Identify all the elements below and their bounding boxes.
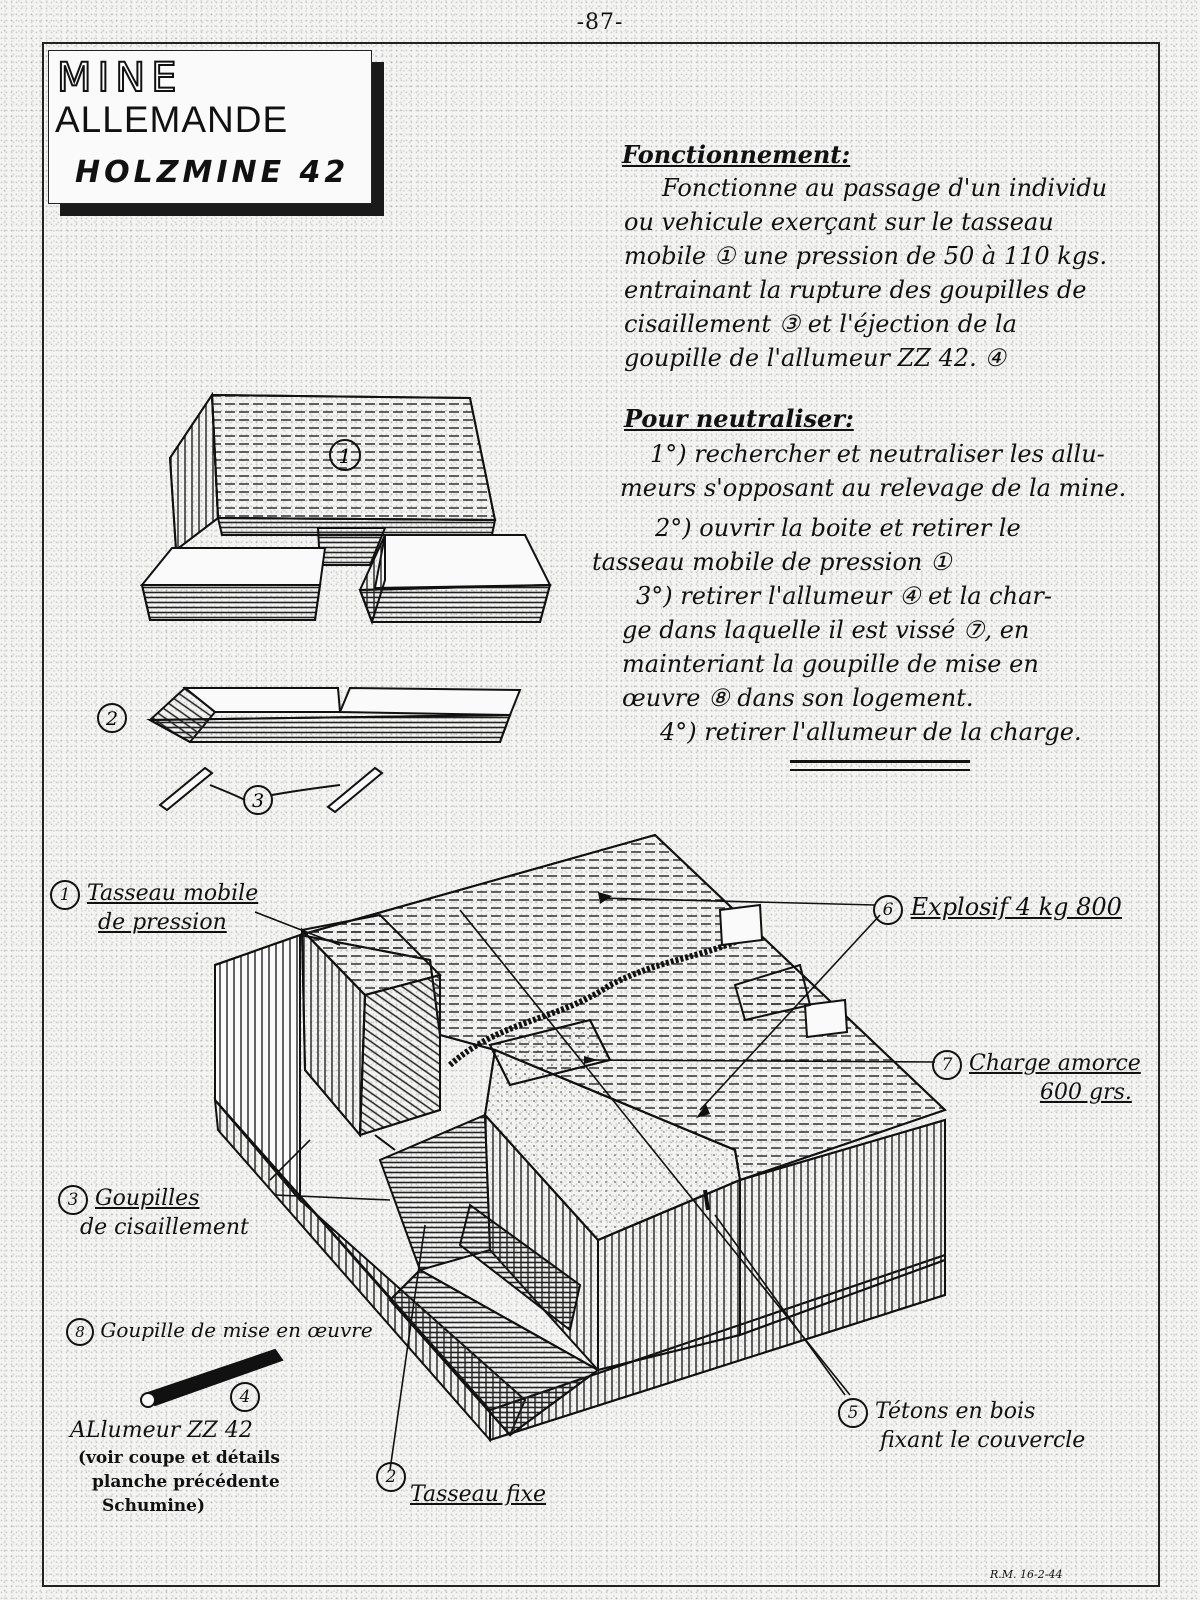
- label-charge-line2: 600 grs.: [1040, 1080, 1132, 1105]
- part-1-tasseau-mobile: [139, 391, 552, 626]
- title-allemande: ALLEMANDE: [55, 99, 289, 140]
- neutraliser-line: mainteriant la goupille de mise en: [622, 650, 1039, 678]
- fonctionnement-line: Fonctionne au passage d'un individu: [662, 174, 1108, 202]
- callout-circle-3: [243, 785, 273, 815]
- label-num: 3: [58, 1185, 88, 1215]
- neutraliser-line: ge dans laquelle il est vissé ⑦, en: [622, 616, 1030, 644]
- title-block: MINE ALLEMANDE HOLZMINE 42: [48, 50, 372, 204]
- label-tasseau-fixe: 2: [376, 1462, 406, 1492]
- label-num: 4: [230, 1382, 260, 1412]
- label-text: Goupille de mise en œuvre: [100, 1318, 373, 1342]
- neutraliser-line: 1°) rechercher et neutraliser les allu-: [650, 440, 1105, 468]
- part-number-1: 1: [339, 444, 352, 468]
- label-explosif: 6 Explosif 4 kg 800: [873, 893, 1122, 925]
- title-mine: MINE: [56, 54, 183, 102]
- neutraliser-line: tasseau mobile de pression ①: [592, 548, 952, 576]
- page-number: -87-: [576, 10, 624, 35]
- label-tasseau-mobile: 1 Tasseau mobile: [50, 880, 258, 910]
- label-allumeur: ALlumeur ZZ 42: [70, 1418, 253, 1443]
- title-holzmine: HOLZMINE 42: [75, 155, 350, 190]
- label-text: Charge amorce: [969, 1051, 1141, 1076]
- label-goupilles: 3 Goupilles: [58, 1185, 200, 1215]
- fonctionnement-line: entrainant la rupture des goupilles de: [624, 276, 1087, 304]
- neutraliser-line: 3°) retirer l'allumeur ④ et la char-: [636, 582, 1052, 610]
- part-3-goupilles: [158, 766, 384, 814]
- neutraliser-line: 4°) retirer l'allumeur de la charge.: [660, 718, 1082, 746]
- signature: R.M. 16-2-44: [990, 1568, 1063, 1581]
- label-tasseau-fixe-text: Tasseau fixe: [410, 1482, 547, 1507]
- leader-lines: [254, 897, 936, 1471]
- label-text: Explosif 4 kg 800: [910, 893, 1122, 921]
- page-frame: [42, 42, 1160, 1587]
- label-charge: 7 Charge amorce: [932, 1050, 1141, 1080]
- label-num: 8: [66, 1318, 94, 1346]
- main-mine-assembly: [213, 833, 947, 1443]
- callout-circle-1: [329, 439, 361, 471]
- label-allumeur-num-wrap: 4: [230, 1382, 260, 1412]
- fonctionnement-line: cisaillement ③ et l'éjection de la: [624, 310, 1017, 338]
- label-tasseau-mobile-line2: de pression: [98, 910, 227, 935]
- neutraliser-line: œuvre ⑧ dans son logement.: [622, 684, 974, 712]
- fonctionnement-line: mobile ① une pression de 50 à 110 kgs.: [624, 242, 1108, 270]
- label-text: Tétons en bois: [875, 1399, 1036, 1424]
- label-tetons: 5 Tétons en bois: [838, 1398, 1035, 1428]
- part-2-tasseau-fixe: [146, 686, 522, 744]
- label-num: 2: [376, 1462, 406, 1492]
- fonctionnement-heading: Fonctionnement:: [622, 140, 851, 169]
- label-text: Tasseau mobile: [87, 881, 259, 906]
- section-divider: [790, 760, 970, 771]
- label-allumeur-line2: (voir coupe et détails: [78, 1448, 280, 1468]
- part-number-3: 3: [252, 790, 264, 812]
- label-goupilles-line2: de cisaillement: [80, 1215, 249, 1240]
- label-goupille-mise: 8 Goupille de mise en œuvre: [66, 1318, 373, 1346]
- label-allumeur-line3: planche précédente: [92, 1472, 280, 1492]
- callout-circle-2: [97, 703, 127, 733]
- neutraliser-line: meurs s'opposant au relevage de la mine.: [620, 474, 1127, 502]
- label-num: 5: [838, 1398, 868, 1428]
- fonctionnement-line: ou vehicule exerçant sur le tasseau: [624, 208, 1054, 236]
- neutraliser-heading: Pour neutraliser:: [624, 404, 854, 433]
- arrowheads: [584, 892, 710, 1118]
- fonctionnement-line: goupille de l'allumeur ZZ 42. ④: [624, 344, 1006, 372]
- label-num: 1: [50, 880, 80, 910]
- part-number-2: 2: [105, 708, 118, 730]
- label-tetons-line2: fixant le couvercle: [880, 1428, 1086, 1453]
- allumeur-sketch: [140, 1348, 284, 1408]
- label-num: 6: [873, 895, 903, 925]
- neutraliser-line: 2°) ouvrir la boite et retirer le: [655, 514, 1021, 542]
- label-allumeur-line4: Schumine): [102, 1496, 206, 1516]
- label-num: 7: [932, 1050, 962, 1080]
- label-text: Goupilles: [95, 1186, 200, 1211]
